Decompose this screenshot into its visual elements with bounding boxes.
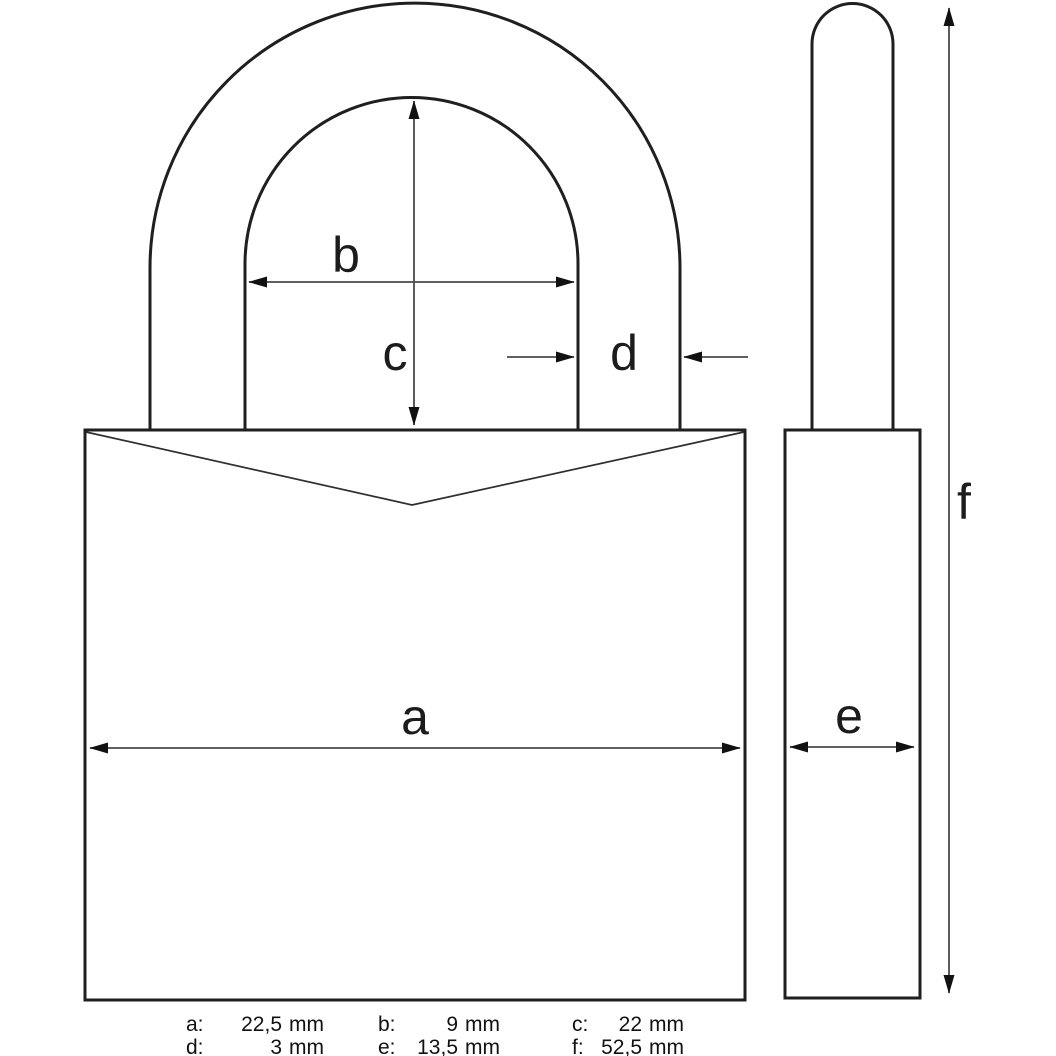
side-shackle-outline — [810, 2, 895, 430]
front-shackle-outer — [148, 1, 682, 430]
front-view — [83, 1, 747, 1002]
legend-value: 9 — [446, 1013, 458, 1036]
legend-unit: mm — [289, 1036, 324, 1056]
legend-unit: mm — [289, 1013, 324, 1036]
legend-entry-e: e: 13,5 mm — [378, 1036, 572, 1056]
dim-label-c: c — [383, 325, 408, 381]
front-body-chevron — [85, 431, 745, 506]
legend-entry-a: a: 22,5 mm — [186, 1013, 378, 1036]
dim-label-f: f — [957, 474, 971, 530]
front-body-outline — [83, 428, 747, 1002]
legend-unit: mm — [465, 1036, 500, 1056]
legend-unit: mm — [649, 1036, 684, 1056]
dim-label-d: d — [610, 325, 638, 381]
dim-label-b: b — [332, 227, 360, 283]
side-view — [783, 2, 922, 1000]
side-body-outline — [783, 428, 922, 1000]
dim-label-a: a — [401, 689, 429, 745]
legend-value: 13,5 — [417, 1036, 458, 1056]
dimension-lines: a b c d e f — [89, 7, 971, 994]
legend-value: 3 — [270, 1036, 282, 1056]
legend-value: 22 — [618, 1013, 642, 1036]
legend-key: d: — [186, 1036, 204, 1056]
legend-unit: mm — [465, 1013, 500, 1036]
dimension-legend: a: 22,5 mm b: 9 mm c: 22 mm d: 3 mm e: 1… — [186, 1013, 752, 1056]
legend-key: f: — [572, 1036, 584, 1056]
legend-key: a: — [186, 1013, 204, 1036]
legend-entry-c: c: 22 mm — [572, 1013, 752, 1036]
front-shackle-inner — [243, 96, 580, 430]
legend-key: c: — [572, 1013, 589, 1036]
legend-key: e: — [378, 1036, 396, 1056]
legend-key: b: — [378, 1013, 396, 1036]
legend-unit: mm — [649, 1013, 684, 1036]
dim-label-e: e — [835, 688, 863, 744]
legend-entry-f: f: 52,5 mm — [572, 1036, 752, 1056]
legend-entry-d: d: 3 mm — [186, 1036, 378, 1056]
legend-value: 22,5 — [241, 1013, 282, 1036]
legend-entry-b: b: 9 mm — [378, 1013, 572, 1036]
legend-value: 52,5 — [601, 1036, 642, 1056]
